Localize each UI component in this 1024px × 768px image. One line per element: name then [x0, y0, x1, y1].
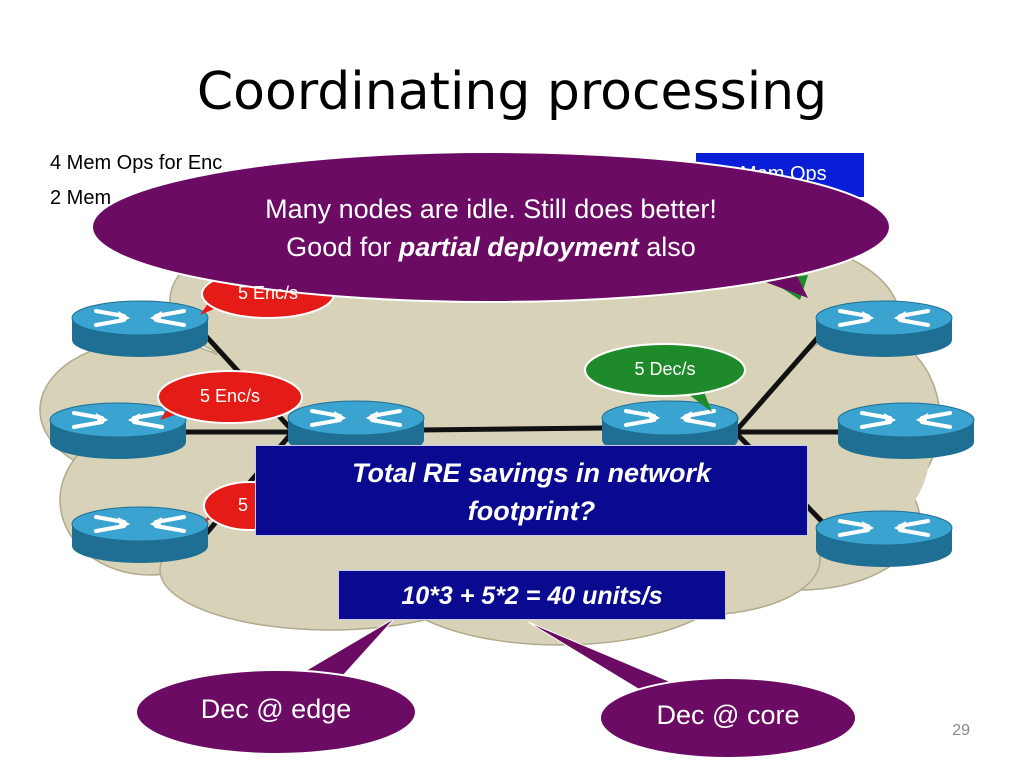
router-edge-right-mid — [836, 401, 976, 461]
idle-note-line2: Good for partial deployment also — [92, 228, 890, 266]
page-number: 29 — [952, 722, 970, 739]
router-edge-right-top — [814, 299, 954, 359]
idle-note-line1: Many nodes are idle. Still does better! — [265, 194, 717, 224]
router-edge-left-top — [70, 299, 210, 359]
dec-edge-callout — [135, 617, 417, 755]
mem-ops-enc-text: 4 Mem Ops for Enc — [50, 152, 223, 174]
idle-nodes-callout — [91, 151, 891, 303]
idle-note-suffix: also — [638, 232, 696, 262]
dec-core-callout — [527, 621, 857, 759]
idle-note-emphasis: partial deployment — [398, 232, 639, 262]
idle-nodes-callout-text: Many nodes are idle. Still does better! … — [92, 152, 890, 302]
enc-callout-mid-label: 5 Enc/s — [199, 386, 261, 406]
router-edge-right-bottom — [814, 509, 954, 569]
enc-callout-bottom-label: 5 — [237, 495, 248, 515]
dec-edge-label: Dec @ edge — [200, 694, 352, 724]
dec-callout-mid — [584, 343, 746, 412]
dec-core-label: Dec @ core — [656, 700, 800, 730]
router-edge-left-mid — [48, 401, 188, 461]
question-line1: Total RE savings in network — [351, 458, 712, 488]
idle-note-prefix: Good for — [286, 232, 399, 262]
enc-callout-top-label: 5 Enc/s — [237, 283, 299, 303]
enc-callout-mid — [157, 370, 303, 424]
formula-box: 10*3 + 5*2 = 40 units/s — [338, 570, 726, 620]
question-box: Total RE savings in network footprint? — [255, 445, 808, 536]
question-line2: footprint? — [467, 496, 596, 526]
page-title: Coordinating processing — [196, 62, 828, 122]
router-edge-left-bottom — [70, 505, 210, 565]
dec-callout-mid-label: 5 Dec/s — [634, 359, 696, 379]
mem-ops-dec-text: 2 Mem — [50, 187, 112, 209]
